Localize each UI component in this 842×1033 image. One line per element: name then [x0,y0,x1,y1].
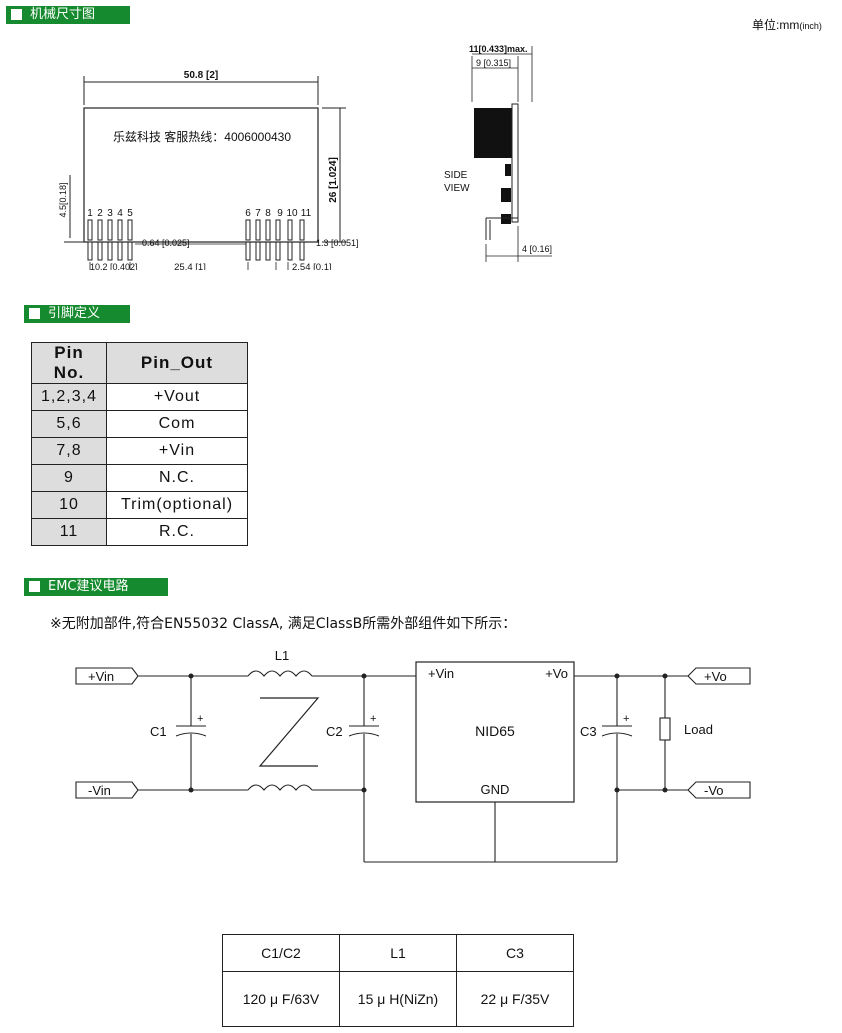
section-mechanical: 机械尺寸图 [6,6,130,24]
side-max-dim: 11[0.433]max. [469,44,528,54]
section-emc: EMC建议电路 [24,578,168,596]
table-header-row: C1/C2 L1 C3 [222,934,574,972]
pin-number: 4 [117,208,123,219]
c2-label: C2 [326,724,343,739]
side-body-dim: 9 [0.315] [476,58,511,68]
module-vin-pin: +Vin [428,666,454,681]
left-offset-dim: 10.2 [0.402] [90,262,138,270]
pin-no-cell: 1,2,3,4 [31,383,107,411]
pin-number: 9 [277,208,283,219]
width-dim: 50.8 [2] [184,70,218,81]
section-title: 机械尺寸图 [30,7,96,22]
square-icon [11,9,22,20]
unit-text: 单位:mm [752,18,800,32]
vo-neg-terminal: -Vo [704,783,724,798]
unit-suffix: (inch) [799,21,822,31]
vin-neg-terminal: -Vin [88,783,111,798]
c3-label: C3 [580,724,597,739]
pin-width-dim: 0.64 [0.025] [142,238,190,248]
module-vo-pin: +Vo [545,666,568,681]
pin-out-cell: Com [106,410,248,438]
pin-no-cell: 10 [31,491,107,519]
pin-number: 5 [127,208,133,219]
c2-plus: + [370,713,376,725]
table-row: 120 μ F/63V 15 μ H(NiZn) 22 μ F/35V [222,971,574,1027]
height-dim: 26 [1.024] [328,157,339,203]
pin-out-header: Pin_Out [106,342,248,384]
pin-out-cell: N.C. [106,464,248,492]
square-icon [29,308,40,319]
pin-number: 1 [87,208,93,219]
c1-plus: + [197,713,203,725]
c1c2-value: 120 μ F/63V [222,971,340,1027]
unit-label: 单位:mm(inch) [752,16,822,33]
side-label-2: VIEW [444,183,470,194]
pin-out-cell: +Vin [106,437,248,465]
pin-number: 10 [286,208,298,219]
pin-number: 11 [301,208,312,219]
c1c2-header: C1/C2 [222,934,340,972]
pin-number: 2 [97,208,103,219]
c3-value: 22 μ F/35V [456,971,574,1027]
module-name: NID65 [475,723,515,739]
c1-label: C1 [150,724,167,739]
gnd-pin: GND [481,782,510,797]
pin-number: 6 [245,208,251,219]
pitch-dim: 2.54 [0.1] [292,262,332,270]
pin-out-cell: +Vout [106,383,248,411]
pin-out-cell: R.C. [106,518,248,546]
vin-pos-terminal: +Vin [88,669,114,684]
pin-no-cell: 11 [31,518,107,546]
pin-no-cell: 7,8 [31,437,107,465]
side-label-1: SIDE [444,170,468,181]
l1-value: 15 μ H(NiZn) [339,971,457,1027]
square-icon [29,581,40,592]
table-header-row: Pin No. Pin_Out [31,342,248,384]
load-label: Load [684,722,713,737]
mechanical-drawing: 50.8 [2] 乐兹科技 客服热线：4006000430 26 [1.024]… [58,44,552,270]
section-title: 引脚定义 [48,306,101,321]
side-pin-dim: 4 [0.16] [522,244,552,254]
span-dim: 25.4 [1] [174,262,206,270]
pin-offset-dim: 1.3 [0.051] [316,238,359,248]
section-pin-def: 引脚定义 [24,305,130,323]
pin-out-cell: Trim(optional) [106,491,248,519]
pin-number: 7 [255,208,261,219]
table-row: 1,2,3,4+Vout [31,383,248,411]
table-row: 7,8+Vin [31,437,248,465]
vo-pos-terminal: +Vo [704,669,727,684]
c3-header: C3 [456,934,574,972]
section-title: EMC建议电路 [48,579,129,594]
hotline-text: 乐兹科技 客服热线：4006000430 [113,129,291,144]
pin-no-header: Pin No. [31,342,107,384]
components-table: C1/C2 L1 C3 120 μ F/63V 15 μ H(NiZn) 22 … [222,934,574,1027]
pin-number: 8 [265,208,271,219]
pin-no-cell: 9 [31,464,107,492]
left-dim: 4.5[0.18] [58,182,68,217]
emc-circuit: +Vin -Vin L1 C1 + C2 + +Vin +Vo NID65 GN… [75,648,751,863]
l1-header: L1 [339,934,457,972]
emc-note: ※无附加部件,符合EN55032 ClassA, 满足ClassB所需外部组件如… [50,616,517,632]
pin-number: 3 [107,208,113,219]
l1-label: L1 [275,648,289,663]
pin-no-cell: 5,6 [31,410,107,438]
c3-plus: + [623,713,629,725]
